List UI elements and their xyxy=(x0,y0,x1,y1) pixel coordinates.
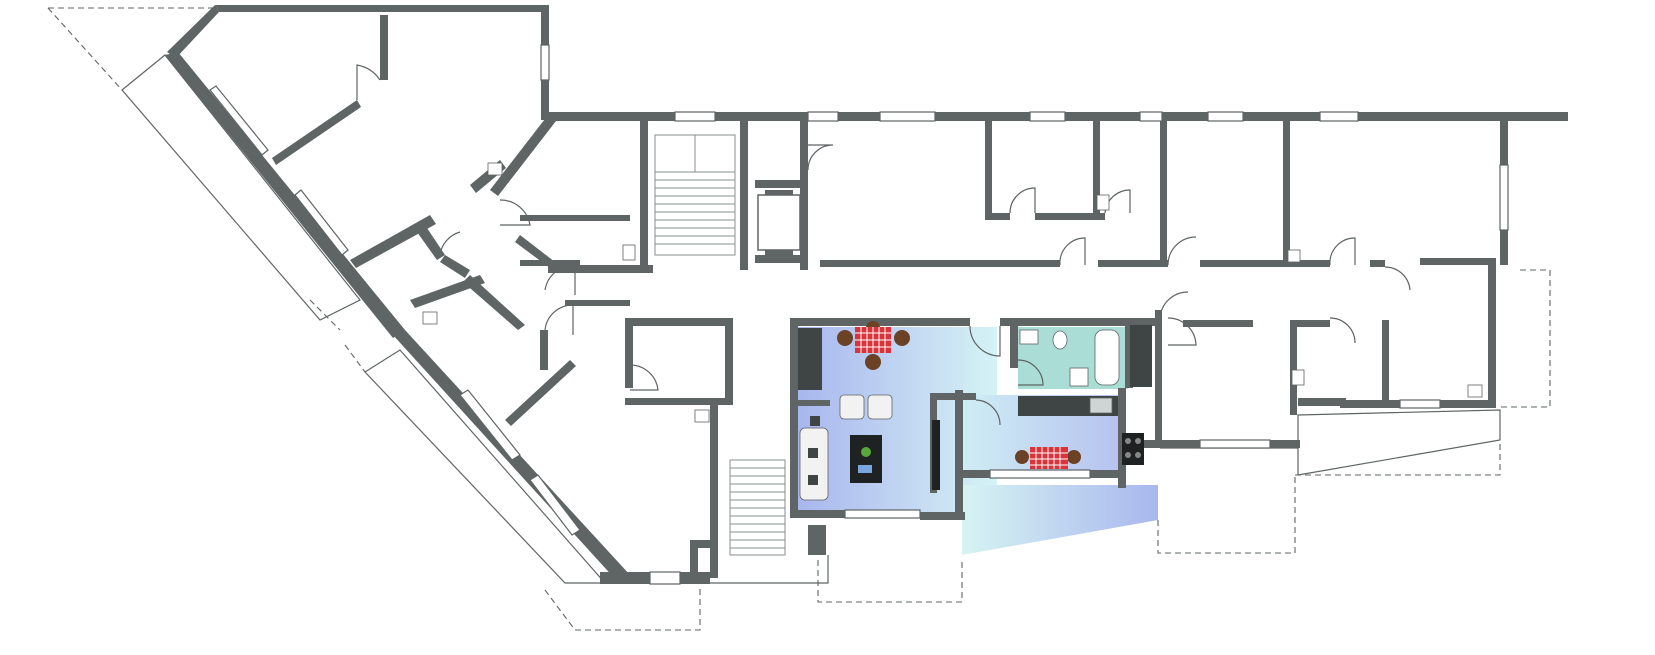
toilet-icon xyxy=(1052,330,1068,350)
furniture xyxy=(798,321,1152,501)
windows xyxy=(209,44,1509,585)
dining-table-icon xyxy=(837,321,910,370)
wall-west-right2 xyxy=(541,80,549,120)
wall-south-west xyxy=(600,572,650,584)
doors xyxy=(356,64,1411,426)
door-swing-icon xyxy=(356,64,381,100)
armchair-icon xyxy=(839,394,865,420)
balcony-fill xyxy=(962,485,1158,555)
tv-icon xyxy=(850,435,882,483)
stair-icon xyxy=(654,134,786,556)
sofa-icon xyxy=(799,427,829,501)
dashed-outlines xyxy=(47,7,1551,631)
plant-icon xyxy=(861,447,871,457)
wall-west-outer-diagonal xyxy=(165,52,405,338)
wall-west-diag-top xyxy=(167,5,219,58)
wall-west-right xyxy=(541,5,549,45)
sink-icon xyxy=(1019,329,1039,345)
wall-west-top xyxy=(215,5,548,12)
wardrobe xyxy=(798,328,822,390)
stove-icon xyxy=(1122,433,1144,465)
dining-table-icon xyxy=(1015,447,1081,469)
bathtub-icon xyxy=(1094,329,1120,386)
armchair-icon xyxy=(867,394,893,420)
fixtures xyxy=(422,162,1483,423)
window-icon xyxy=(540,44,550,81)
elevator-icon xyxy=(757,190,801,255)
